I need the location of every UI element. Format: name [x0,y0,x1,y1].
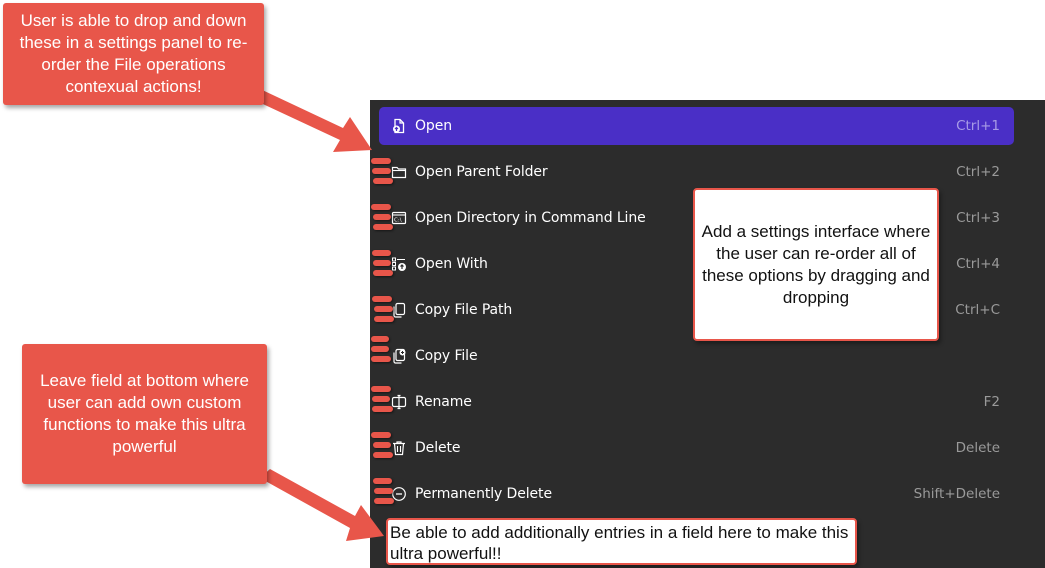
minus-circle-icon [391,486,407,502]
custom-entry-field[interactable]: Be able to add additionally entries in a… [386,518,857,565]
reorder-callout: User is able to drop and down these in a… [3,3,264,105]
drag-handle-icon[interactable] [371,478,394,508]
menu-item-label: Copy File Path [415,302,513,318]
menu-item-label: Delete [415,440,461,456]
folder-icon [391,164,407,180]
svg-text:C:\: C:\ [394,218,402,224]
menu-item-label: Open With [415,256,488,272]
shortcut-text: Ctrl+2 [956,164,1000,180]
drag-handle-icon[interactable] [371,204,393,234]
shortcut-text: Ctrl+C [955,302,1000,318]
shortcut-text: F2 [983,394,1000,410]
menu-item-label: Open Parent Folder [415,164,548,180]
copy-file-icon [391,348,407,364]
menu-item-label: Copy File [415,348,478,364]
shortcut-text: Delete [955,440,1000,456]
drag-handle-icon[interactable] [371,336,393,366]
menu-item-open-directory-command-line[interactable]: C:\ Open Directory in Command Line Ctrl+… [379,199,1014,237]
menu-item-delete[interactable]: Delete Delete [379,429,1014,467]
shortcut-text: Shift+Delete [913,486,1000,502]
menu-item-label: Rename [415,394,472,410]
menu-item-copy-file[interactable]: Copy File [379,337,1014,375]
drag-handle-icon[interactable] [371,432,393,462]
settings-note: Add a settings interface where the user … [693,188,939,341]
menu-item-rename[interactable]: Rename F2 [379,383,1014,421]
menu-item-copy-file-path[interactable]: Copy File Path Ctrl+C [379,291,1014,329]
drag-handle-icon[interactable] [371,296,394,326]
shortcut-text: Ctrl+1 [956,118,1000,134]
drag-handle-icon[interactable] [371,158,393,188]
copy-icon [391,302,407,318]
menu-item-open-with[interactable]: Open With Ctrl+4 [379,245,1014,283]
custom-functions-callout: Leave field at bottom where user can add… [22,344,267,484]
open-file-icon [391,118,407,134]
arrow-to-field-icon [260,469,384,541]
menu-item-label: Permanently Delete [415,486,552,502]
menu-item-permanently-delete[interactable]: Permanently Delete Shift+Delete [379,475,1014,513]
menu-item-label: Open [415,118,452,134]
arrow-to-menu-icon [250,88,372,152]
drag-handle-icon[interactable] [371,250,393,280]
shortcut-text: Ctrl+3 [956,210,1000,226]
rename-icon [391,394,407,410]
trash-icon [391,440,407,456]
menu-item-label: Open Directory in Command Line [415,210,646,226]
open-with-icon [391,256,407,272]
menu-item-open-parent-folder[interactable]: Open Parent Folder Ctrl+2 [379,153,1014,191]
drag-handle-icon[interactable] [371,386,393,416]
shortcut-text: Ctrl+4 [956,256,1000,272]
terminal-icon: C:\ [391,210,407,226]
menu-item-open[interactable]: Open Ctrl+1 [379,107,1014,145]
